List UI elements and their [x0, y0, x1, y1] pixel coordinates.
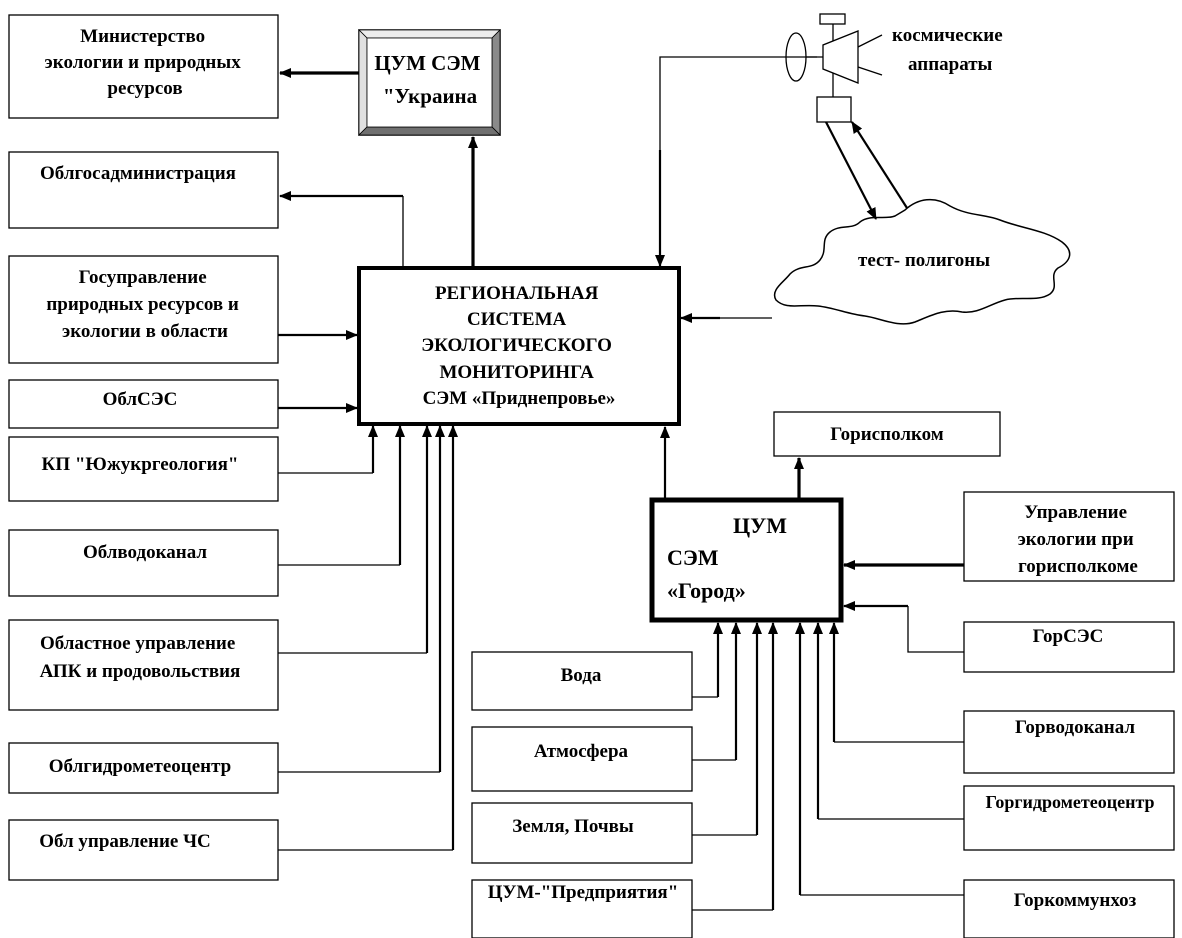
- gorgidromet-box: Горгидрометеоцентр: [963, 785, 1175, 851]
- regional-system-box: РЕГИОНАЛЬНАЯ СИСТЕМА ЭКОЛОГИЧЕСКОГО МОНИ…: [357, 266, 681, 426]
- svg-text:Обл управление ЧС: Обл управление ЧС: [39, 831, 211, 852]
- zemlya-box: Земля, Почвы: [471, 802, 693, 864]
- svg-text:Горисполком: Горисполком: [830, 424, 944, 445]
- svg-text:Областное управление АПК: Областное управление АПК и продовольстви…: [40, 633, 241, 682]
- svg-text:ЦУМ СЭМ "Украина: ЦУМ СЭМ "Украина: [374, 51, 485, 108]
- atmosfera-box: Атмосфера: [471, 726, 693, 792]
- svg-text:ЦУМ СЭМ «Город»: ЦУМ СЭМ «Город»: [667, 513, 793, 603]
- svg-text:ГорСЭС: ГорСЭС: [1033, 626, 1104, 647]
- gorkommunhoz-box: Горкоммунхоз: [963, 879, 1175, 938]
- svg-text:Облгидрометеоцентр: Облгидрометеоцентр: [49, 756, 231, 777]
- svg-text:Горводоканал: Горводоканал: [1015, 717, 1135, 738]
- gorses-box: ГорСЭС: [963, 621, 1175, 673]
- svg-text:Земля, Почвы: Земля, Почвы: [512, 816, 634, 837]
- tsum-predpriyatiya-box: ЦУМ-"Предприятия": [471, 879, 693, 938]
- svg-text:Горкоммунхоз: Горкоммунхоз: [1014, 890, 1137, 911]
- svg-text:Управление экологии при: Управление экологии при горисполкоме: [1018, 502, 1139, 577]
- apk-box: Областное управление АПК и продовольстви…: [8, 619, 279, 711]
- svg-text:РЕГИОНАЛЬНАЯ СИСТЕМА: РЕГИОНАЛЬНАЯ СИСТЕМА ЭКОЛОГИЧЕСКОГО МОНИ…: [421, 283, 616, 409]
- svg-text:ЦУМ-"Предприятия": ЦУМ-"Предприятия": [488, 882, 679, 903]
- svg-text:Атмосфера: Атмосфера: [534, 741, 629, 762]
- svg-text:Министерство экологии и: Министерство экологии и природных ресурс…: [45, 26, 246, 99]
- gosupravlenie-box: Госуправление природных ресурсов и эколо…: [8, 255, 279, 364]
- space-label: космические аппараты: [892, 25, 1007, 75]
- oblgidromet-box: Облгидрометеоцентр: [8, 742, 279, 794]
- svg-text:Госуправление природных: Госуправление природных ресурсов и эколо…: [46, 267, 243, 342]
- svg-text:Горгидрометеоцентр: Горгидрометеоцентр: [985, 792, 1154, 812]
- kp-yuzhukrgeologiya-box: КП "Южукргеология": [8, 436, 279, 502]
- satellite-icon: [785, 13, 883, 123]
- svg-text:Облводоканал: Облводоканал: [83, 542, 207, 563]
- tsum-gorod-box: ЦУМ СЭМ «Город»: [649, 497, 844, 623]
- obl-chs-box: Обл управление ЧС: [8, 819, 279, 881]
- svg-text:Облгосадминистрация: Облгосадминистрация: [40, 163, 236, 184]
- tsum-ukraine-box: ЦУМ СЭМ "Украина: [358, 29, 501, 136]
- gorvodokanal-box: Горводоканал: [963, 710, 1175, 774]
- svg-text:Вода: Вода: [561, 665, 602, 686]
- voda-box: Вода: [471, 651, 693, 711]
- test-polygons-cloud: [773, 198, 1071, 325]
- svg-text:КП "Южукргеология": КП "Южукргеология": [42, 454, 239, 475]
- oblses-box: ОблСЭС: [8, 379, 279, 429]
- svg-text:ОблСЭС: ОблСЭС: [103, 389, 178, 410]
- gorispolkom-box: Горисполком: [773, 411, 1001, 457]
- oblvodokanal-box: Облводоканал: [8, 529, 279, 597]
- oblgosadmin-box: Облгосадминистрация: [8, 151, 279, 229]
- upravlenie-ekologii-box: Управление экологии при горисполкоме: [963, 491, 1175, 582]
- test-polygons-label: тест- полигоны: [858, 250, 990, 271]
- ministry-box: Министерство экологии и природных ресурс…: [8, 14, 279, 119]
